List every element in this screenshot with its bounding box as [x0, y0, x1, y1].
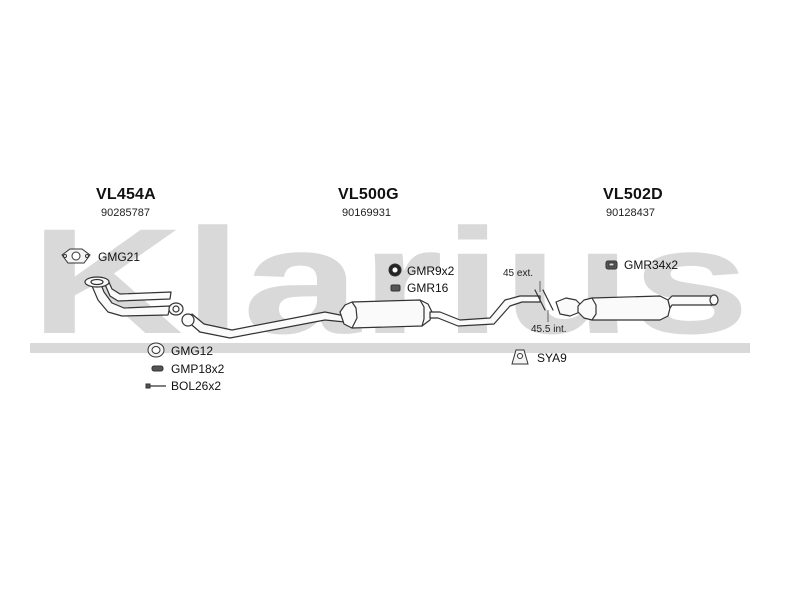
- dimension-internal: 45.5 int.: [531, 324, 567, 335]
- klarius-watermark: Klarius: [30, 215, 750, 355]
- middle-silencer: [181, 295, 541, 339]
- gasket-icon: [61, 248, 91, 264]
- accessory-gmr34x2: GMR34x2: [624, 258, 679, 272]
- rear-silencer: [555, 294, 719, 321]
- accessory-sya9: SYA9: [537, 351, 567, 365]
- part-ref-middle: VL500G: [338, 186, 399, 203]
- accessory-gmg21: GMG21: [98, 250, 141, 264]
- accessory-bol26x2: BOL26x2: [171, 379, 222, 393]
- rubber-mount-icon: [390, 284, 401, 292]
- part-code-middle: 90169931: [342, 207, 391, 219]
- accessory-gmr9x2: GMR9x2: [407, 264, 455, 278]
- accessory-gmg12: GMG12: [171, 344, 214, 358]
- clamp-icon: [151, 365, 164, 372]
- part-code-rear: 90128437: [606, 207, 655, 219]
- part-ref-front: VL454A: [96, 186, 156, 203]
- rubber-mount-icon-rear: [605, 260, 618, 270]
- part-code-front: 90285787: [101, 207, 150, 219]
- rubber-ring-icon: [388, 263, 402, 277]
- front-pipe: [84, 276, 184, 317]
- bracket-icon: [511, 349, 529, 365]
- dimension-external: 45 ext.: [503, 268, 534, 279]
- ring-gasket-icon: [147, 342, 165, 358]
- accessory-gmp18x2: GMP18x2: [171, 362, 225, 376]
- watermark-underline: [30, 343, 750, 353]
- watermark-text: Klarius: [30, 215, 750, 355]
- part-ref-rear: VL502D: [603, 186, 663, 203]
- accessory-gmr16: GMR16: [407, 281, 449, 295]
- pipe-joint: [534, 289, 554, 311]
- bolt-icon: [145, 383, 166, 389]
